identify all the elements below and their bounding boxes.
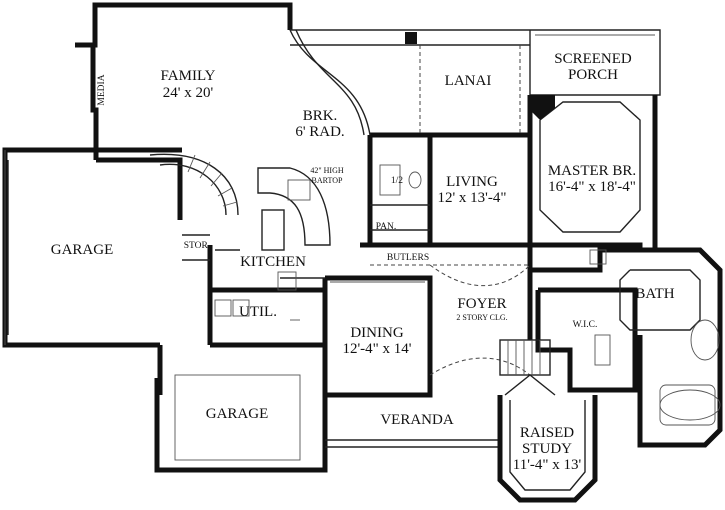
room-labels: FAMILY 24' x 20' MEDIA BRK. 6' RAD. LANA… [51,51,675,473]
kitchen-name: KITCHEN [240,254,306,270]
bartop-line1: 42" HIGH [310,166,343,175]
living-dims: 12' x 13'-4" [437,190,506,206]
screened-porch-line1: SCREENED [554,51,632,67]
dining-dims: 12'-4" x 14' [342,341,411,357]
interior-details [4,29,721,461]
study-line2: STUDY [522,441,572,457]
family-name: FAMILY [161,68,216,84]
stor-label: STOR. [184,241,211,251]
bath-name: BATH [635,286,674,302]
exterior-walls [2,2,723,503]
brk-name: BRK. [303,108,338,124]
foyer-note: 2 STORY CLG. [456,313,507,322]
util-name: UTIL. [239,304,277,320]
master-name: MASTER BR. [548,163,636,179]
family-dims: 24' x 20' [163,85,214,101]
foyer-name: FOYER [457,296,506,312]
master-dims: 16'-4" x 18'-4" [548,179,636,195]
half-bath-label: 1/2 [391,176,403,186]
living-name: LIVING [446,174,498,190]
veranda-name: VERANDA [380,412,453,428]
bartop-line2: BARTOP [312,176,343,185]
butlers-label: BUTLERS [387,253,429,263]
screened-porch-line2: PORCH [568,67,618,83]
pan-label: PAN. [376,222,397,232]
garage2-name: GARAGE [206,406,269,422]
wic-label: W.I.C. [573,320,598,330]
media-label: MEDIA [97,74,107,105]
garage1-name: GARAGE [51,242,114,258]
lanai-name: LANAI [445,73,492,89]
dining-name: DINING [350,325,403,341]
brk-dims: 6' RAD. [295,124,344,140]
study-line1: RAISED [520,425,574,441]
study-dims: 11'-4" x 13' [513,457,582,473]
